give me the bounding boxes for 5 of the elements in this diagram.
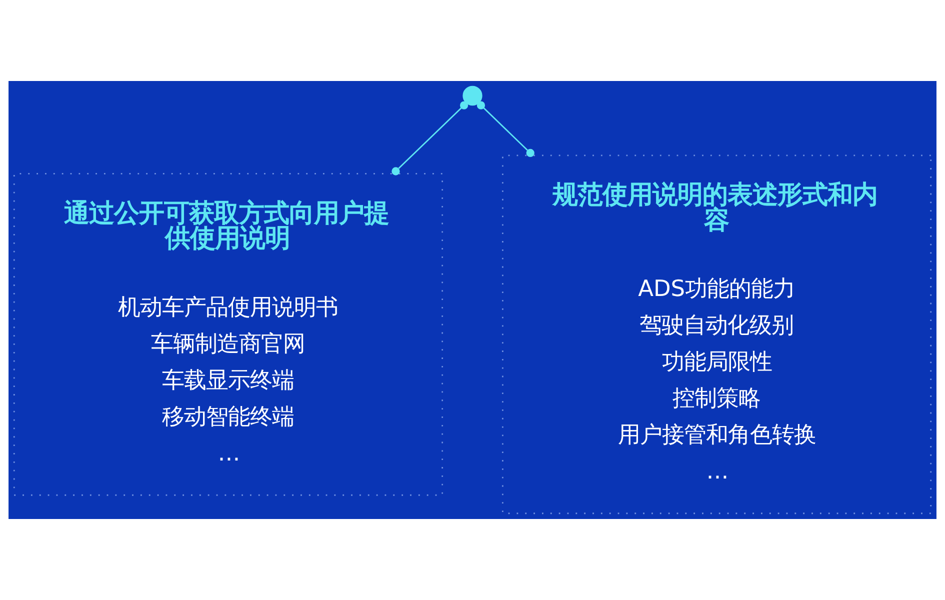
connector (476, 101, 534, 158)
connector (392, 101, 468, 176)
node-box: 通过公开可获取方式向用户提供使用说明 机动车产品使用说明书 车辆制造商官网 车载显示终端 移动智能终端 … (13, 172, 444, 496)
node-circle (462, 86, 482, 106)
node-box: 规范使用说明的表述形式和内容 ADS功能的能力 驾驶自动化级别 功能局限性 控制策略 用户接管和角色转换 … (502, 154, 932, 514)
